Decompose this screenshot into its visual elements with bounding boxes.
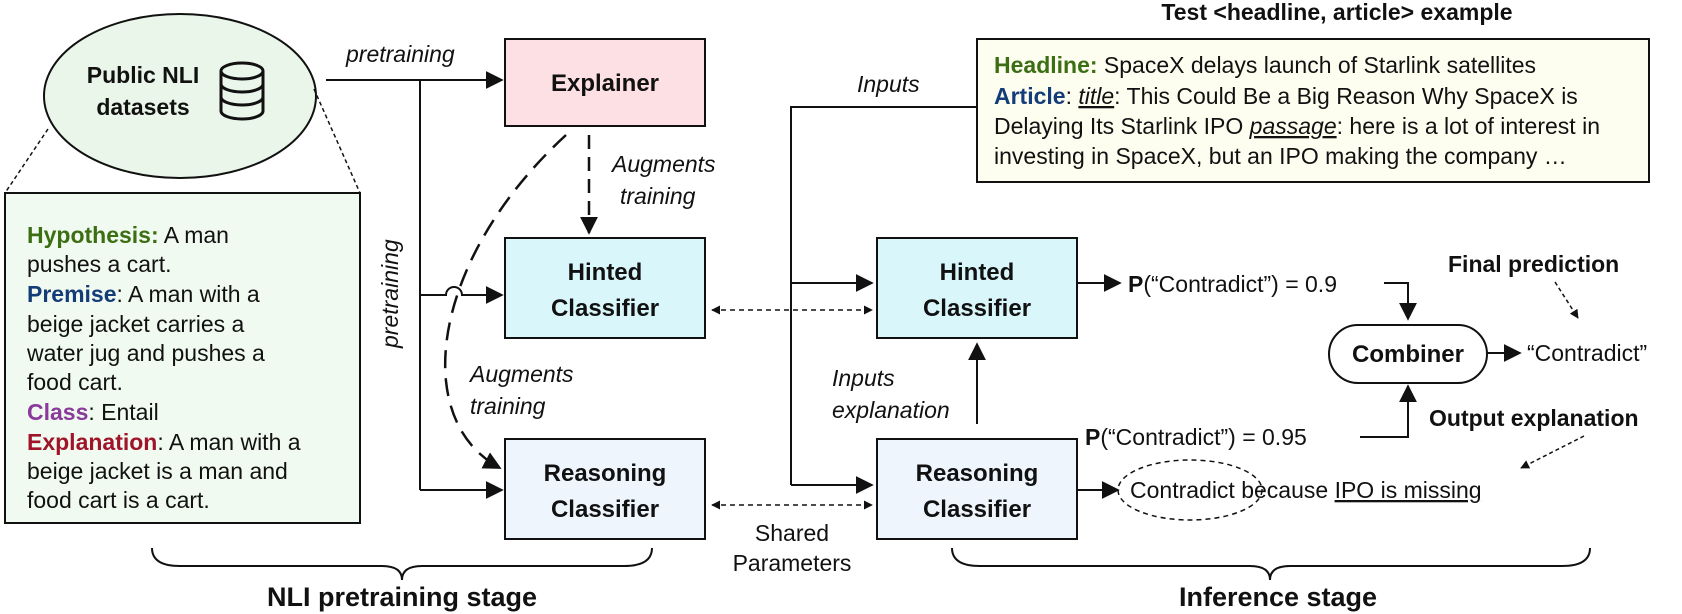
premise-line2: beige jacket carries a <box>27 311 245 337</box>
explainer-box <box>504 38 706 127</box>
premise-line4: food cart. <box>27 369 123 395</box>
prob-hinted-to-combiner <box>1384 282 1417 321</box>
final-prediction-pointer <box>1554 281 1579 319</box>
hinted-label-line2-inference: Classifier <box>923 295 1031 322</box>
pretraining-stage-brace <box>151 547 653 581</box>
explainer-label: Explainer <box>551 70 659 97</box>
class-line: Class: Entail <box>27 399 159 425</box>
contradict-dashed-ellipse <box>1117 459 1263 521</box>
inputs-line <box>790 106 977 485</box>
reasoning-classifier-box-inference <box>876 438 1078 540</box>
augments-b-line2: training <box>470 393 546 419</box>
inference-stage-brace <box>951 547 1591 581</box>
datasets-label-line2: datasets <box>96 94 189 120</box>
explanation-output: Contradict because IPO is missing <box>1130 477 1482 503</box>
augments-b-line1: Augments <box>468 361 574 387</box>
reasoning-label-line2-inference: Classifier <box>923 496 1031 523</box>
inference-stage-label: Inference stage <box>1179 582 1377 612</box>
connector-right <box>313 88 361 194</box>
headline-line: Headline: SpaceX delays launch of Starli… <box>994 52 1536 78</box>
output-explanation-pointer <box>1520 435 1585 469</box>
premise-line1: Premise: A man with a <box>27 281 260 307</box>
hypothesis-line2: pushes a cart. <box>27 251 171 277</box>
inputs-expl-line1: Inputs <box>832 365 895 391</box>
article-line1: Article: title: This Could Be a Big Reas… <box>994 83 1578 109</box>
explanation-line1: Explanation: A man with a <box>27 429 301 455</box>
inputs-label: Inputs <box>857 71 920 97</box>
explanation-line3: food cart is a cart. <box>27 487 210 513</box>
datasets-label-line1: Public NLI <box>87 62 199 88</box>
article-line3: investing in SpaceX, but an IPO making t… <box>994 143 1567 169</box>
hinted-label-line2-pretrain: Classifier <box>551 295 659 322</box>
pretraining-stage-label: NLI pretraining stage <box>267 582 537 612</box>
reasoning-classifier-box-pretrain <box>504 438 706 540</box>
hinted-label-line1-pretrain: Hinted <box>568 259 643 286</box>
hinted-classifier-box-pretrain <box>504 237 706 339</box>
hinted-label-line1-inference: Hinted <box>940 259 1015 286</box>
reasoning-label-line1-inference: Reasoning <box>916 460 1039 487</box>
augments-a-line1: Augments <box>610 151 716 177</box>
final-output: “Contradict” <box>1527 340 1647 366</box>
connector-left <box>4 128 49 194</box>
pretraining-label-top: pretraining <box>345 41 455 67</box>
datasets-ellipse <box>43 13 317 179</box>
reasoning-label-line1-pretrain: Reasoning <box>544 460 667 487</box>
explanation-line2: beige jacket is a man and <box>27 458 288 484</box>
prob-reasoning: P(“Contradict”) = 0.95 <box>1085 424 1307 450</box>
test-example-box <box>976 38 1650 183</box>
pretraining-arrow-hinted <box>420 286 504 304</box>
hypothesis-line1: Hypothesis: A man <box>27 222 229 248</box>
database-icon <box>219 61 265 121</box>
nli-example-panel <box>4 192 361 524</box>
inputs-expl-line2: explanation <box>832 397 950 423</box>
test-example-title: Test <headline, article> example <box>1161 0 1512 25</box>
final-prediction-label: Final prediction <box>1448 251 1619 277</box>
article-line2: Delaying Its Starlink IPO passage: here … <box>994 113 1600 139</box>
prob-reasoning-to-combiner <box>1360 384 1417 438</box>
premise-line3: water jug and pushes a <box>26 340 265 366</box>
output-explanation-label: Output explanation <box>1429 405 1639 431</box>
shared-parameters-line1: Shared <box>755 520 829 546</box>
augments-arrow-reasoning <box>443 134 567 470</box>
hinted-classifier-box-inference <box>876 237 1078 339</box>
reasoning-label-line2-pretrain: Classifier <box>551 496 659 523</box>
shared-parameters-line2: Parameters <box>733 550 852 576</box>
prob-hinted: P(“Contradict”) = 0.9 <box>1128 271 1337 297</box>
pretraining-label-side: pretraining <box>377 239 403 349</box>
combiner-label: Combiner <box>1352 341 1464 368</box>
augments-a-line2: training <box>620 183 696 209</box>
